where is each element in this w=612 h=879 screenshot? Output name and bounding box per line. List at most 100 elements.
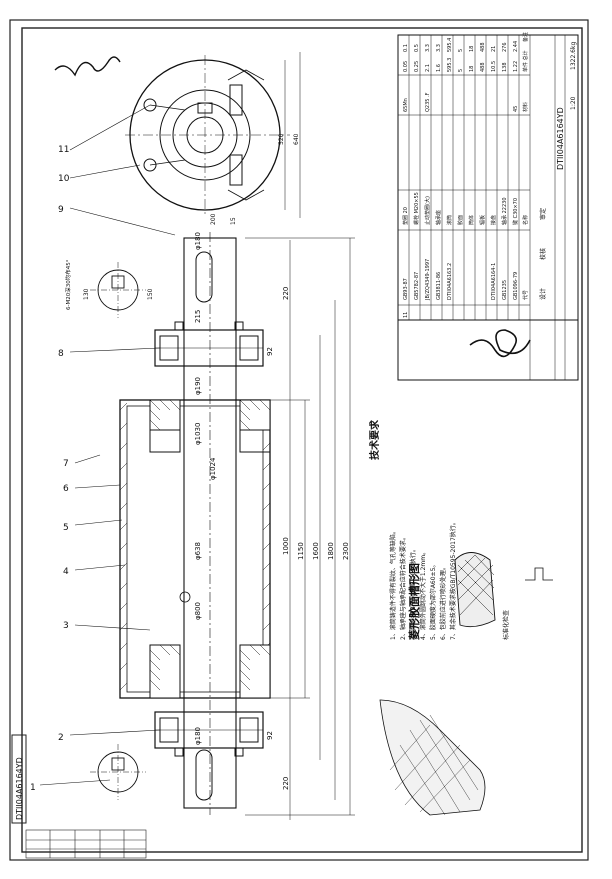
tech-item-5: 5、胶面硬度为邵尔A60±5。 [429, 562, 437, 640]
bom-row-9-code: JB/ZQ4349-1997 [425, 259, 431, 301]
bom-row-8-w1: 1.6 [436, 64, 442, 72]
tech-item-2: 2、轴承座与轴承配合应符合技术要求。 [399, 534, 407, 640]
balloon-7: 7 [63, 459, 69, 469]
balloon-6: 6 [63, 484, 69, 494]
tech-requirements: 技术要求 1、滚筒铸造件不得有裂纹、气孔等缺陷。 2、轴承座与轴承配合应符合技术… [368, 419, 510, 640]
dim-92-top: 92 [266, 347, 274, 356]
leader-lines [39, 104, 176, 786]
tech-item-7: 7、其余技术要求按GB/T10595-2017执行。 [449, 519, 457, 640]
bom-row-9-w1: 2.1 [425, 64, 431, 72]
tech-item-1: 1、滚筒铸造件不得有裂纹、气孔等缺陷。 [389, 528, 397, 640]
balloon-2: 2 [58, 733, 64, 743]
bom-row-10-w1: 0.25 [414, 61, 420, 72]
keyway-top [195, 251, 213, 303]
signature-right [469, 329, 531, 358]
number-strip [11, 734, 27, 824]
bom-row-2-code: GB1235 [502, 280, 508, 300]
bom-row-8-name: 轴承座 [435, 210, 442, 225]
bom-row-6-w1: 5 [458, 69, 464, 72]
bom-row-7-name: 滚筒 [446, 215, 453, 225]
bom-row-3-code: DTII04A6164-1 [491, 263, 497, 300]
bom-row-9-mat: Q235 .F [425, 92, 431, 112]
bom-row-6-name: 胶面 [457, 215, 464, 225]
title-block-number: DTII04A6164YD [556, 107, 565, 170]
balloon-3: 3 [63, 621, 69, 631]
dim-phi638: φ638 [194, 542, 202, 560]
keyway-bottom [195, 749, 213, 801]
balloon-4: 4 [63, 567, 69, 577]
bom-row-9-name: 止动垫圈(大) [424, 196, 431, 225]
balloon-5: 5 [63, 523, 69, 533]
bom-header-note: 备注 [522, 32, 529, 42]
dim-220-top: 220 [282, 287, 290, 300]
bom-row-2-w2: 276 [502, 42, 508, 52]
bom-row-11-w2: 0.1 [403, 44, 409, 52]
signature-top [54, 56, 121, 77]
dim-150: 150 [147, 288, 154, 300]
title-block-approve: 审定 [539, 208, 547, 220]
bom-row-11-code: GB93-87 [403, 278, 409, 300]
tech-item-3: 3、焊缝按JB/T10595-2017执行。 [409, 546, 417, 640]
dim-phi800: φ800 [194, 602, 202, 620]
bom-row-11-mat: 65Mn [403, 98, 409, 112]
bom-row-1-mat: 45 [513, 106, 519, 112]
signature-label: 标准化检查 [502, 610, 510, 640]
bom-header-name: 名称 [522, 215, 529, 225]
bom-row-2-name: 轴承 22230 [501, 198, 508, 226]
rhombus-pattern-detail: 菱形胶面槽形图 [379, 552, 553, 816]
drawing-number-left: DTII04A6164YD [15, 757, 24, 820]
tech-title: 技术要求 [368, 419, 381, 460]
bom-table [397, 34, 579, 381]
balloon-9: 9 [58, 205, 64, 215]
bom-row-2-w1: 138 [502, 62, 508, 72]
dim-phi190: φ190 [194, 377, 202, 395]
dim-phi1030: φ1030 [194, 423, 202, 445]
dim-640: 640 [293, 133, 300, 145]
balloon-10: 10 [58, 174, 70, 184]
bearing-housing-top [154, 321, 264, 367]
bom-row-7-w2: 595.4 [447, 38, 453, 52]
title-block-scale: 1:20 [570, 96, 577, 110]
title-block-checker: 校核 [539, 248, 547, 260]
shaft-end-view-bottom [90, 744, 146, 800]
bom-header-code: 代号 [522, 290, 529, 300]
bom-row-4-w2: 488 [480, 42, 486, 52]
bom-row-4-name: 辐板 [479, 215, 486, 225]
dim-215: 215 [194, 310, 202, 323]
dim-phi1024: φ1024 [209, 457, 217, 480]
dim-520: 520 [278, 133, 285, 145]
bom-row-7-w1: 595.3 [447, 58, 453, 72]
outer-frame [9, 19, 589, 861]
drum-shell [119, 399, 271, 699]
bom-row-4-w1: 488 [480, 62, 486, 72]
bom-row-5-w2: 18 [469, 46, 475, 52]
bom-row-5-name: 筒体 [468, 215, 475, 225]
bom-row-11: 11 [403, 312, 409, 318]
dim-1000: 1000 [282, 537, 290, 555]
tech-item-4: 4、滚筒外圆跳动不大于1.2mm。 [419, 549, 427, 640]
shaft-end-view-top [90, 262, 146, 318]
title-block-weight: 1322.6kg [570, 42, 577, 70]
revision-table [25, 829, 147, 859]
bom-row-5-w1: 18 [469, 66, 475, 72]
balloons: 1 2 3 4 5 6 7 8 9 10 11 [30, 145, 70, 793]
flange-end-view [125, 52, 301, 218]
bom-row-11-w1: 0.05 [403, 61, 409, 72]
bom-row-1-name: 键 C30×70 [512, 198, 519, 225]
bom-row-3-w2: 21 [491, 46, 497, 52]
tech-item-6: 6、包胶前应进行喷砂处理。 [439, 564, 447, 640]
bom-header-mat: 材料 [522, 102, 529, 112]
drum-inner [126, 405, 264, 693]
bom-row-1-w1: 1.22 [513, 61, 519, 72]
bom-rows: 11 GB93-87 垫圈 20 65Mn 0.05 0.1 GB5782-87… [402, 32, 529, 318]
dim-phi180-top: φ180 [194, 232, 202, 250]
bom-row-9-w2: 3.3 [425, 44, 431, 52]
bom-row-10-name: 螺栓 M20×55 [413, 192, 420, 225]
dim-1150: 1150 [297, 542, 305, 560]
bom-row-7-code: DTII04A6163.2 [447, 263, 453, 300]
bom-row-1-code: GB1096-79 [513, 272, 519, 300]
bom-row-10-w2: 0.5 [414, 44, 420, 52]
bom-row-1-w2: 2.44 [513, 41, 519, 52]
